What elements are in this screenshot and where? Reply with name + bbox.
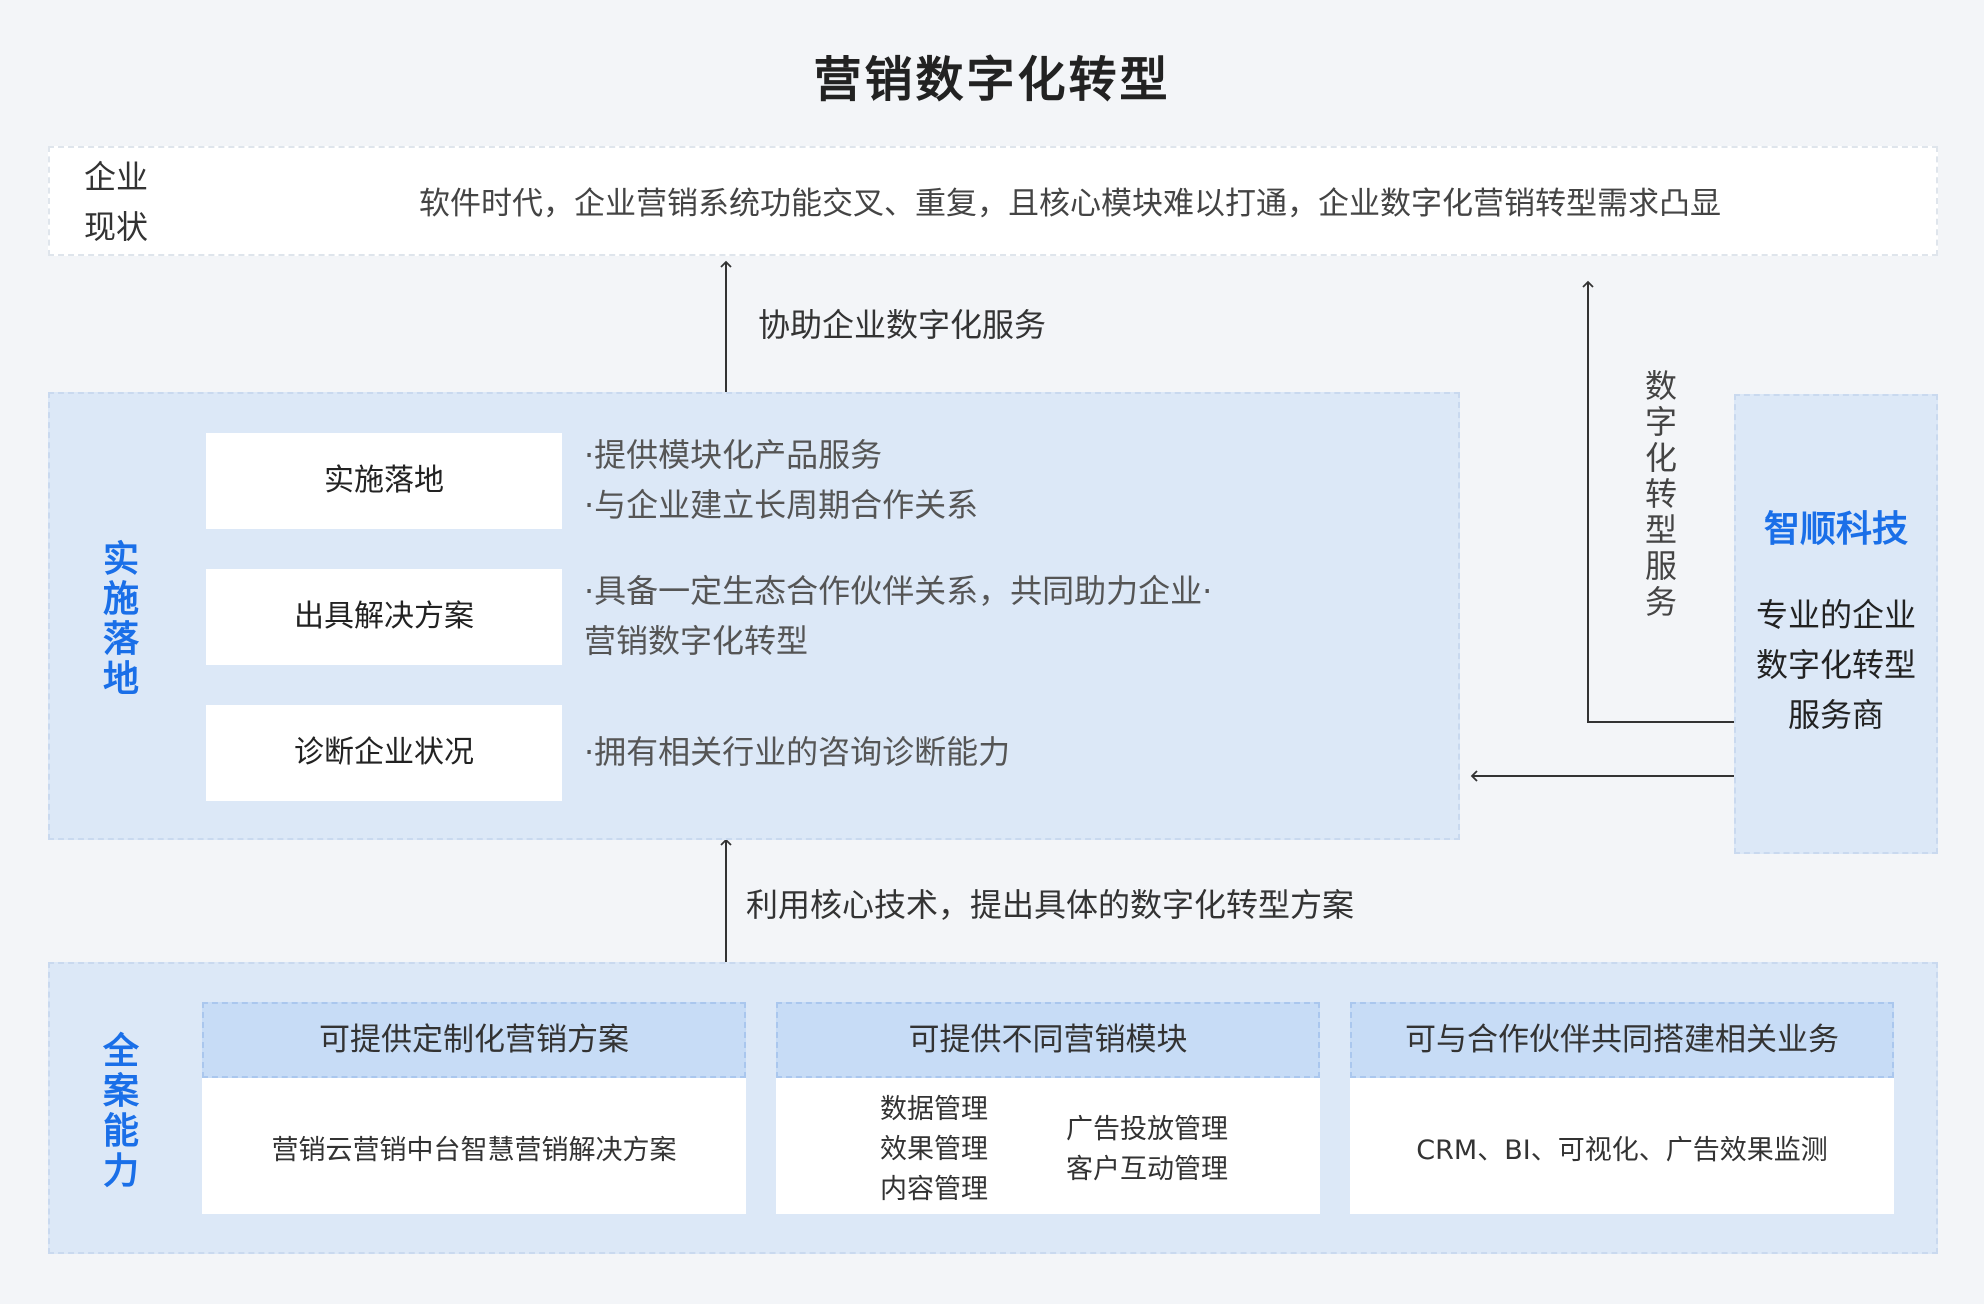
status-label: 企业 现状 (84, 152, 164, 252)
module-item: 效果管理 (880, 1134, 988, 1165)
page-title: 营销数字化转型 (813, 52, 1171, 108)
capability-card-1-header: 可提供定制化营销方案 (202, 1002, 746, 1078)
status-text: 软件时代，企业营销系统功能交叉、重复，且核心模块难以打通，企业数字化营销转型需求… (419, 186, 1721, 222)
arrow-top-label: 协助企业数字化服务 (758, 306, 1047, 344)
company-desc-line: 数字化转型 (1755, 646, 1916, 684)
arrow-company-to-status (1582, 280, 1734, 723)
impl-bullets-diagnosis: ·拥有相关行业的咨询诊断能力 (584, 727, 1010, 777)
company-name: 智顺科技 (1763, 509, 1908, 550)
capability-card-2-header: 可提供不同营销模块 (776, 1002, 1320, 1078)
capability-card-1-text: 营销云营销中台智慧营销解决方案 (271, 1135, 677, 1166)
side-char: 能 (102, 1111, 139, 1152)
impl-bullets-landing: ·提供模块化产品服务 ·与企业建立长周期合作关系 (584, 430, 978, 530)
bullet-line: ·具备一定生态合作伙伴关系，共同助力企业· (584, 572, 1213, 610)
side-char: 全 (102, 1031, 139, 1072)
impl-box-diagnosis: 诊断企业状况 (206, 705, 562, 801)
service-char: 务 (1644, 583, 1677, 621)
capabilities-side-label: 全 案 能 力 (96, 1032, 146, 1192)
arrow-bottom-label: 利用核心技术，提出具体的数字化转型方案 (746, 886, 1355, 924)
module-item: 内容管理 (880, 1174, 988, 1205)
service-vertical-label: 数 字 化 转 型 服 务 (1636, 368, 1686, 620)
side-char: 力 (102, 1151, 139, 1192)
module-item: 数据管理 (880, 1094, 988, 1125)
capability-card-2-right-list: 广告投放管理 客户互动管理 (1066, 1110, 1228, 1190)
status-label-line2: 现状 (84, 208, 149, 246)
module-item: 客户互动管理 (1066, 1154, 1228, 1185)
capability-card-3-header: 可与合作伙伴共同搭建相关业务 (1350, 1002, 1894, 1078)
service-char: 字 (1644, 403, 1677, 441)
side-char: 落 (102, 619, 139, 660)
status-label-line1: 企业 (84, 158, 149, 196)
service-char: 化 (1644, 439, 1677, 477)
capability-card-2-body: 数据管理 效果管理 内容管理 广告投放管理 客户互动管理 (776, 1078, 1320, 1214)
impl-box-solution: 出具解决方案 (206, 569, 562, 665)
side-char: 实 (102, 539, 139, 580)
company-desc: 专业的企业 数字化转型 服务商 (1734, 590, 1938, 740)
capability-card-3-text: CRM、BI、可视化、广告效果监测 (1416, 1135, 1828, 1166)
service-char: 转 (1644, 475, 1677, 513)
capability-card-2-left-list: 数据管理 效果管理 内容管理 (880, 1090, 988, 1210)
implementation-side-label: 实 施 落 地 (96, 540, 146, 700)
company-panel (1734, 394, 1938, 854)
service-char: 服 (1644, 547, 1677, 585)
module-item: 广告投放管理 (1066, 1114, 1228, 1145)
side-char: 案 (102, 1071, 139, 1112)
service-char: 型 (1644, 511, 1677, 549)
company-desc-line: 服务商 (1787, 696, 1884, 734)
impl-bullets-solution: ·具备一定生态合作伙伴关系，共同助力企业· 营销数字化转型 (584, 566, 1212, 666)
capability-card-1-body: 营销云营销中台智慧营销解决方案 (202, 1078, 746, 1214)
bullet-line: ·与企业建立长周期合作关系 (584, 486, 979, 524)
side-char: 地 (102, 659, 139, 700)
capability-card-3-body: CRM、BI、可视化、广告效果监测 (1350, 1078, 1894, 1214)
status-panel (48, 146, 1938, 256)
service-char: 数 (1644, 367, 1677, 405)
company-desc-line: 专业的企业 (1755, 596, 1916, 634)
impl-box-landing: 实施落地 (206, 433, 562, 529)
side-char: 施 (102, 579, 139, 620)
bullet-line: 营销数字化转型 (584, 622, 809, 660)
bullet-line: ·提供模块化产品服务 (584, 436, 883, 474)
bullet-line: ·拥有相关行业的咨询诊断能力 (584, 733, 1011, 771)
